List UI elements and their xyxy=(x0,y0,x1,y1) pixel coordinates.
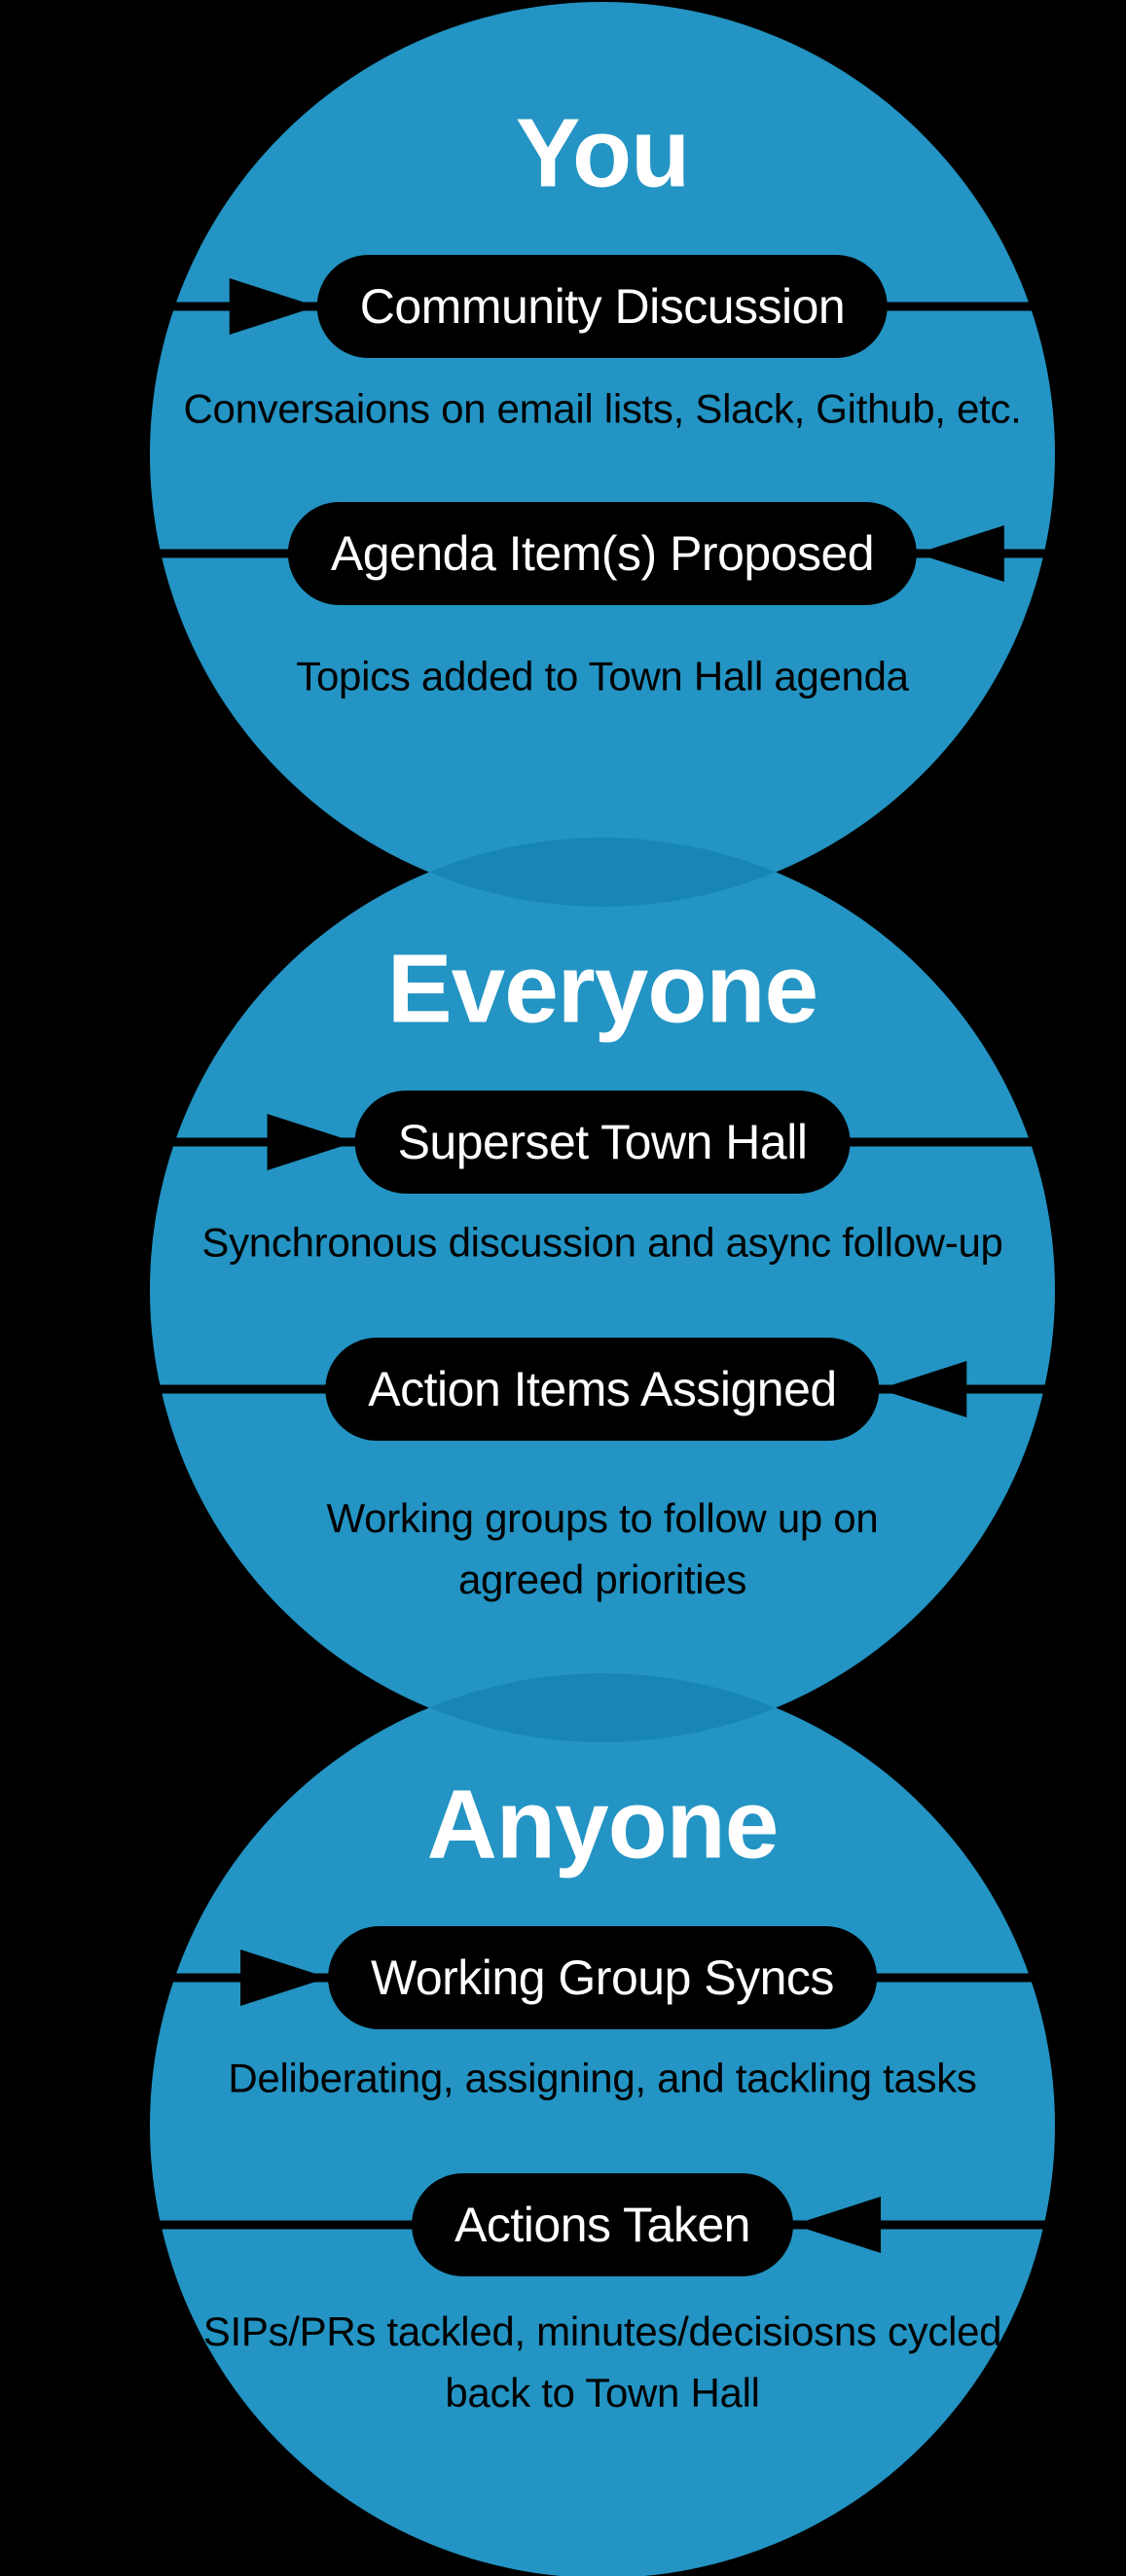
pill-working-group-syncs: Working Group Syncs xyxy=(240,1926,877,2029)
pill-superset-town-hall: Superset Town Hall xyxy=(267,1091,851,1194)
caption-agenda-items-proposed: Topics added to Town Hall agenda xyxy=(296,653,909,699)
arrowhead-left-icon xyxy=(879,1361,967,1417)
pill-agenda-items-proposed: Agenda Item(s) Proposed xyxy=(287,502,1005,605)
caption-actions-taken: SIPs/PRs tackled, minutes/decisiosns cyc… xyxy=(202,2308,1002,2415)
pill-actions-taken: Actions Taken xyxy=(412,2173,881,2276)
caption-superset-town-hall: Synchronous discussion and async follow-… xyxy=(201,1219,1003,1266)
circle-you xyxy=(150,2,1055,907)
section-title-you: You xyxy=(515,98,690,208)
arrowhead-left-icon xyxy=(917,525,1005,582)
caption-action-items-assigned: Working groups to follow up on agreed pr… xyxy=(326,1495,879,1602)
pill-community-discussion: Community Discussion xyxy=(229,255,889,358)
circle-anyone xyxy=(150,1673,1055,2576)
pill-action-items-assigned: Action Items Assigned xyxy=(325,1338,967,1441)
arrowhead-right-icon xyxy=(240,1950,329,2006)
circle-everyone xyxy=(150,838,1055,1742)
overlap-lens-you-everyone xyxy=(429,838,776,907)
section-title-everyone: Everyone xyxy=(386,934,818,1044)
caption-community-discussion: Conversaions on email lists, Slack, Gith… xyxy=(183,385,1022,432)
overlap-lens-everyone-anyone xyxy=(429,1673,776,1742)
arrowhead-right-icon xyxy=(229,278,317,335)
section-title-anyone: Anyone xyxy=(426,1770,780,1879)
arrowhead-left-icon xyxy=(792,2197,881,2253)
arrowhead-right-icon xyxy=(267,1114,355,1170)
caption-working-group-syncs: Deliberating, assigning, and tackling ta… xyxy=(228,2055,977,2101)
